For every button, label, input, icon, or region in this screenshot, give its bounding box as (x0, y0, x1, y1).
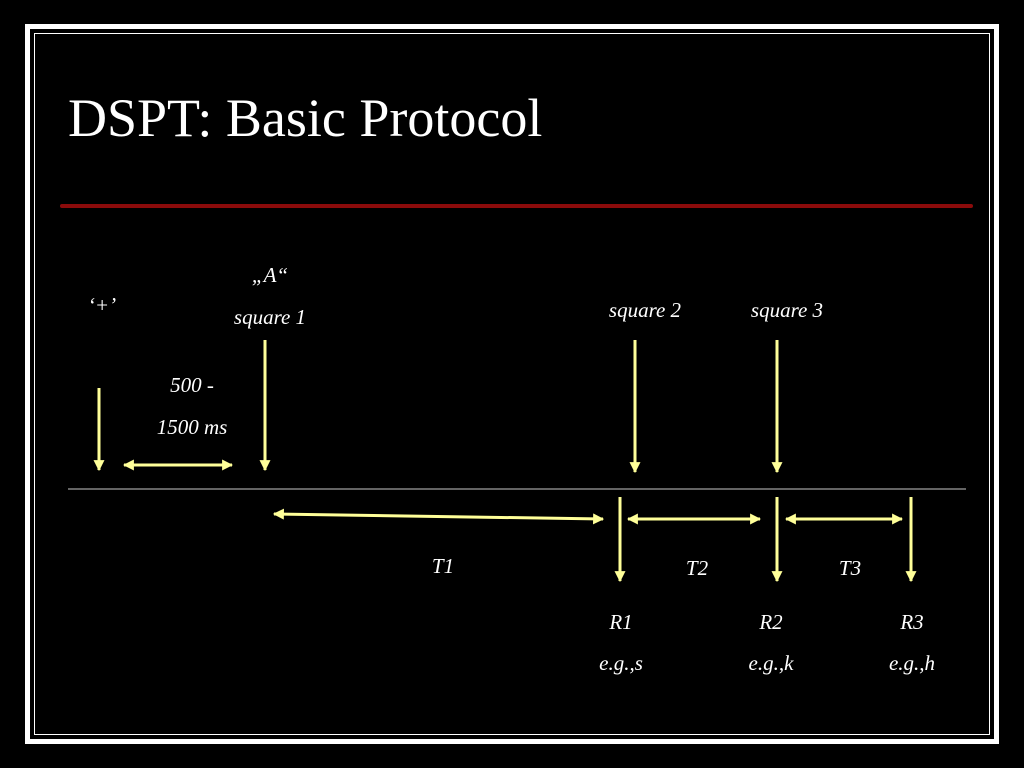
t1-double-arrow (272, 508, 605, 525)
r1-label: R1 (608, 610, 632, 634)
slide-frame-inner (34, 33, 990, 735)
interval-label-line1: 500 - (170, 373, 214, 397)
r2-label: R2 (758, 610, 783, 634)
r2-example-label: e.g.,k (749, 651, 795, 675)
r3-label: R3 (899, 610, 923, 634)
t1-label: T1 (432, 554, 454, 578)
square3-label: square 3 (751, 298, 823, 322)
r3-example-label: e.g.,h (889, 651, 935, 675)
stim1-letter-label: „A“ (252, 263, 288, 287)
fixation-label: ‘+’ (88, 293, 116, 317)
slide-frame-outer (25, 24, 999, 744)
title-underline-rule (60, 204, 973, 208)
slide-title: DSPT: Basic Protocol (68, 88, 543, 148)
square2-label: square 2 (609, 298, 682, 322)
interval-label-line2: 1500 ms (157, 415, 228, 439)
t3-label: T3 (839, 556, 861, 580)
r1-example-label: e.g.,s (599, 651, 643, 675)
t2-label: T2 (686, 556, 709, 580)
square1-label: square 1 (234, 305, 306, 329)
